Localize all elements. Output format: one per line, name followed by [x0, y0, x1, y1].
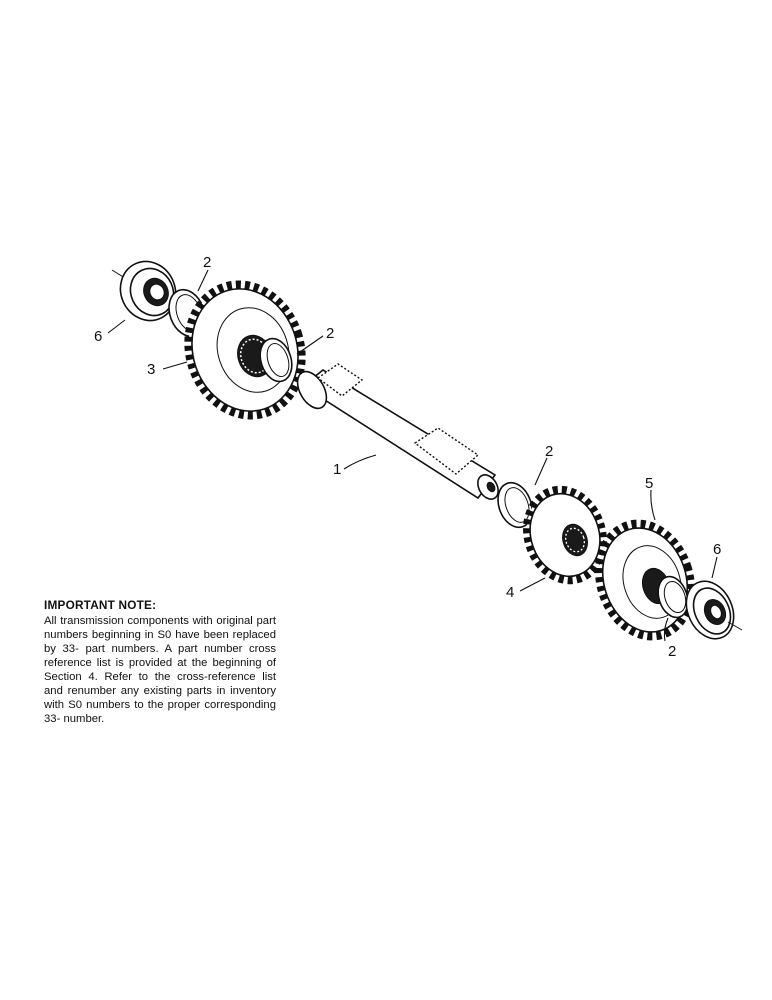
leader-lines [107, 269, 718, 642]
bearing-upper [111, 260, 177, 322]
callout-4-middle-gear: 4 [506, 584, 514, 601]
callout-3-upper-gear: 3 [147, 361, 155, 378]
main-shaft [296, 363, 499, 500]
snap-ring-middle [497, 481, 533, 529]
bearing-lower [685, 580, 743, 640]
gear-upper-large [184, 280, 306, 420]
callout-2-shaft-ring: 2 [326, 325, 334, 342]
callout-2-upper-ring: 2 [203, 254, 211, 271]
note-title: IMPORTANT NOTE: [44, 598, 157, 612]
callout-1-shaft: 1 [333, 461, 341, 478]
callout-5-lower-gear: 5 [645, 475, 653, 492]
callout-6-upper-bearing: 6 [94, 328, 102, 345]
callout-2-lower-ring: 2 [668, 643, 676, 660]
callout-6-lower-bearing: 6 [713, 541, 721, 558]
snap-ring-lower [657, 575, 689, 619]
snap-ring-shaft-end [259, 337, 293, 383]
note-body: All transmission components with origina… [44, 615, 276, 725]
gear-middle-small [523, 485, 607, 585]
important-note: IMPORTANT NOTE: All transmission compone… [44, 598, 276, 726]
callout-2-middle-ring: 2 [545, 443, 553, 460]
